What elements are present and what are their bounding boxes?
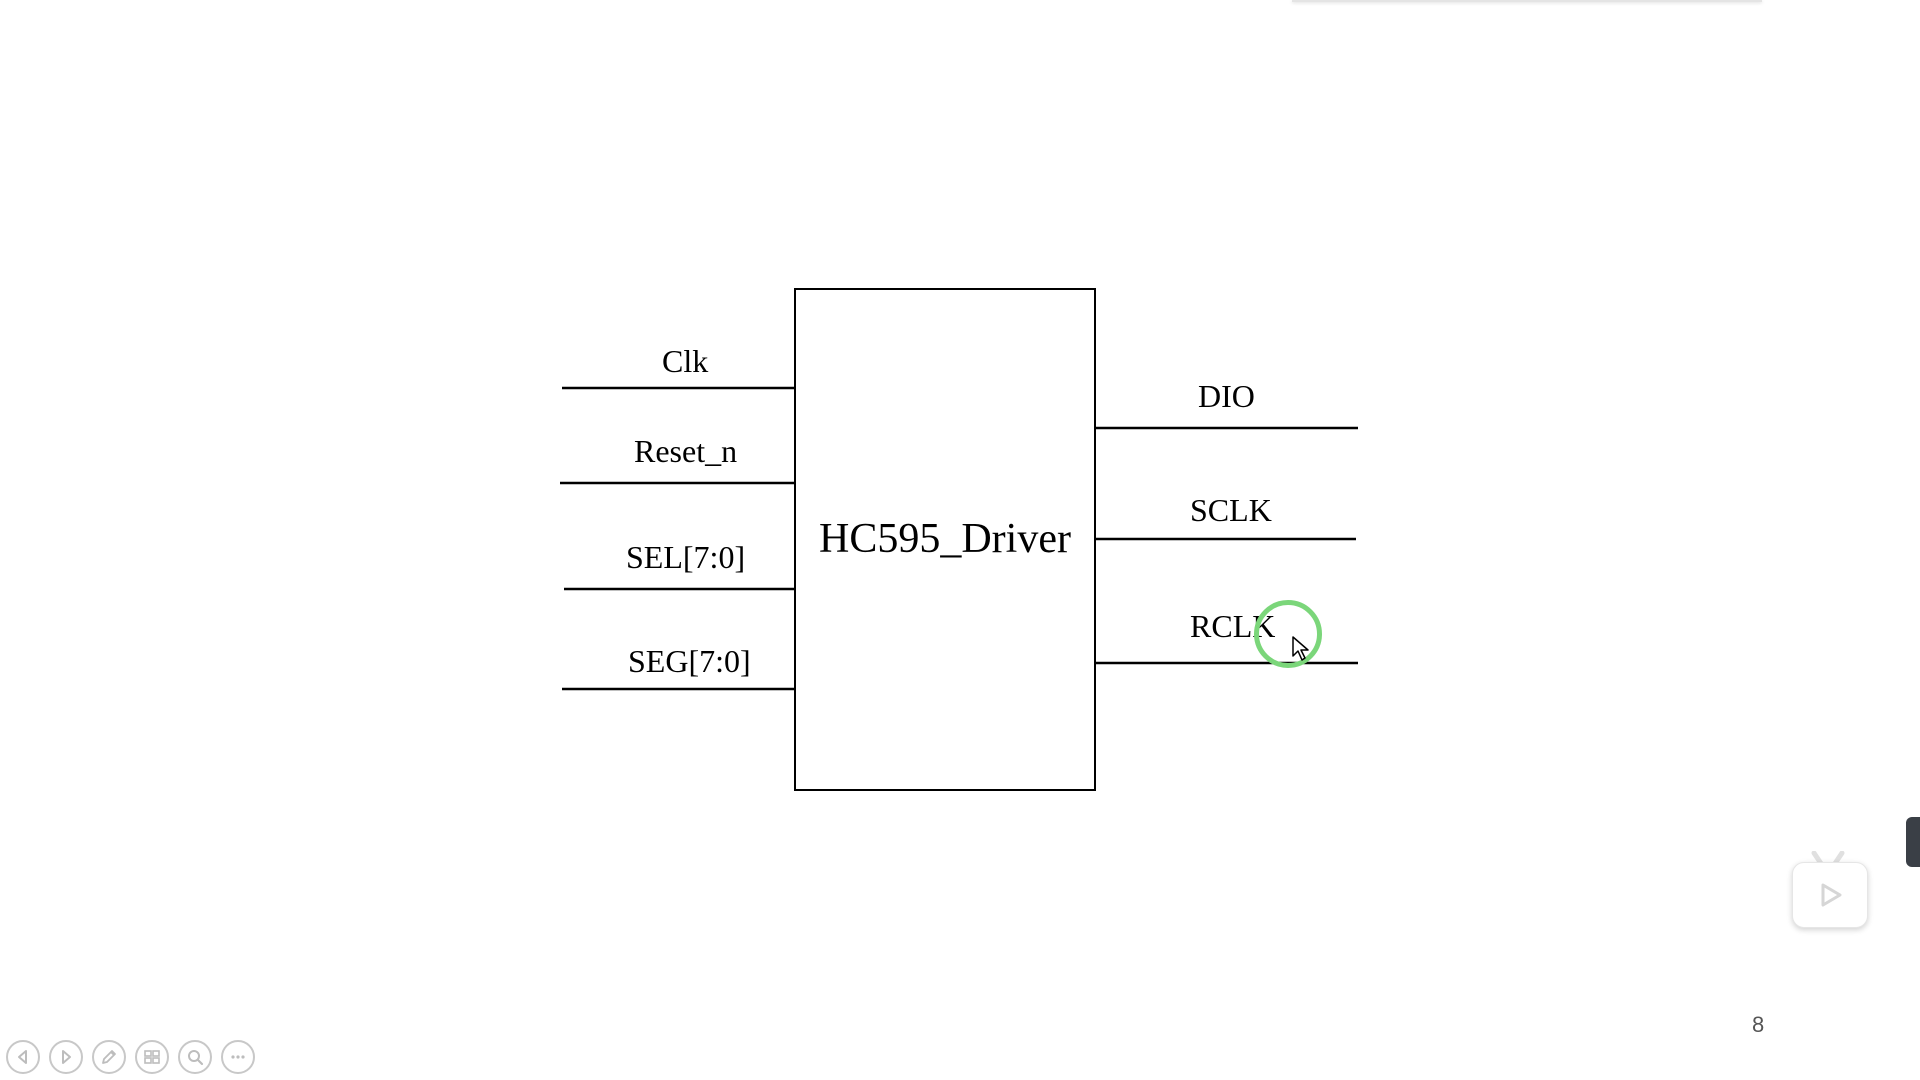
next-slide-button[interactable] [49, 1040, 83, 1074]
all-slides-button[interactable] [135, 1040, 169, 1074]
video-play-button[interactable] [1792, 862, 1868, 928]
input-label-seg: SEG[7:0] [628, 643, 751, 679]
page-number: 8 [1752, 1012, 1765, 1037]
block-label: HC595_Driver [819, 516, 1071, 562]
input-label-clk: Clk [662, 343, 709, 379]
output-label-sclk: SCLK [1190, 492, 1272, 528]
play-icon [1821, 883, 1842, 907]
mouse-cursor-icon [1292, 636, 1309, 661]
input-label-reset: Reset_n [634, 433, 738, 469]
cursor-highlight-ring [1254, 600, 1322, 668]
slides-icon [144, 1050, 160, 1064]
previous-icon [18, 1050, 27, 1064]
output-label-dio: DIO [1198, 378, 1255, 414]
side-panel-tab[interactable] [1906, 817, 1920, 867]
top-toolbar-edge [1292, 0, 1762, 2]
more-icon [231, 1055, 245, 1059]
pen-button[interactable] [92, 1040, 126, 1074]
zoom-button[interactable] [178, 1040, 212, 1074]
pen-icon [102, 1050, 116, 1064]
more-options-button[interactable] [221, 1040, 255, 1074]
slideshow-controls [6, 1040, 255, 1074]
previous-slide-button[interactable] [6, 1040, 40, 1074]
zoom-icon [188, 1050, 204, 1066]
input-label-sel: SEL[7:0] [626, 539, 746, 575]
next-icon [62, 1050, 71, 1064]
